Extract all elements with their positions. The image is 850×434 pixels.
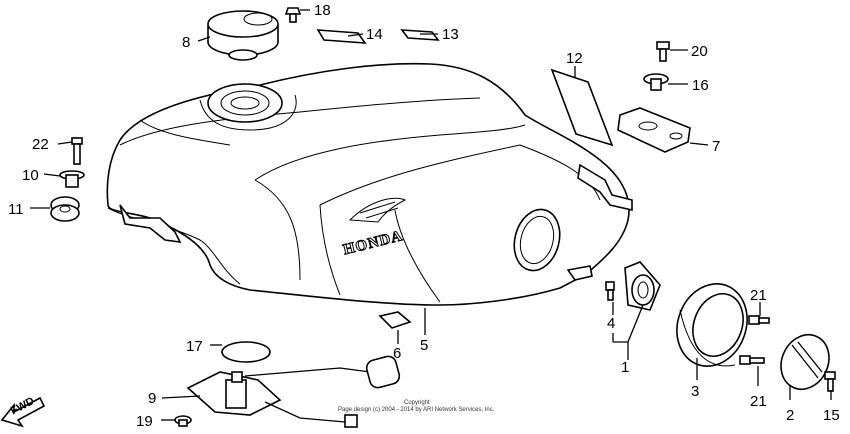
fuel-unit-9 (186, 355, 401, 428)
label-part-9: 9 (148, 390, 156, 407)
label-part-2: 2 (786, 407, 794, 424)
label-part-17: 17 (186, 338, 203, 355)
label-part-19: 19 (136, 413, 153, 430)
label-part-21-upper: 21 (750, 287, 767, 304)
label-part-14: 14 (366, 26, 383, 43)
label-part-1: 1 (621, 359, 629, 376)
bolt-21-upper (748, 315, 770, 325)
caution-label-12 (550, 68, 614, 147)
label-part-15: 15 (823, 407, 840, 424)
label-part-12: 12 (566, 50, 583, 67)
bolt-15 (824, 371, 836, 392)
fuel-tank: HONDA (106, 62, 633, 306)
part-number-labels: 1 2 3 4 5 6 7 8 9 10 11 12 13 14 15 16 1… (8, 2, 840, 430)
label-part-7: 7 (712, 138, 720, 155)
bolt-19 (174, 415, 192, 427)
label-part-20: 20 (691, 43, 708, 60)
label-part-16: 16 (692, 77, 709, 94)
label-part-4: 4 (607, 315, 615, 332)
bolt-20 (656, 41, 670, 62)
label-14 (316, 29, 367, 44)
fuel-cap (207, 10, 279, 61)
bolt-21-lower (739, 355, 765, 365)
cushion-6 (378, 311, 412, 329)
collar-16 (643, 73, 669, 91)
label-part-13: 13 (442, 26, 459, 43)
bolt-22 (71, 137, 83, 165)
label-part-3: 3 (691, 383, 699, 400)
label-part-5: 5 (420, 337, 428, 354)
o-ring-17 (221, 341, 271, 363)
label-part-11: 11 (8, 201, 24, 218)
copyright-line-1: Copyright (404, 400, 430, 406)
case-3 (676, 283, 748, 367)
copyright-line-2: Page design (c) 2004 - 2014 by ARI Netwo… (338, 407, 495, 413)
label-part-21-lower: 21 (750, 393, 767, 410)
leader-lines (30, 9, 832, 421)
bolt-4 (605, 281, 615, 301)
label-part-10: 10 (22, 167, 39, 184)
bolt-18 (284, 7, 302, 23)
grommet-11 (50, 196, 80, 222)
label-part-22: 22 (32, 136, 49, 153)
bracket-7 (617, 107, 691, 153)
label-part-6: 6 (393, 345, 401, 362)
fuel-valve-1 (624, 261, 661, 311)
collar-10 (59, 170, 85, 188)
label-part-8: 8 (182, 34, 190, 51)
label-13 (400, 29, 440, 41)
label-part-18: 18 (314, 2, 331, 19)
forward-arrow: FWD (0, 395, 46, 428)
